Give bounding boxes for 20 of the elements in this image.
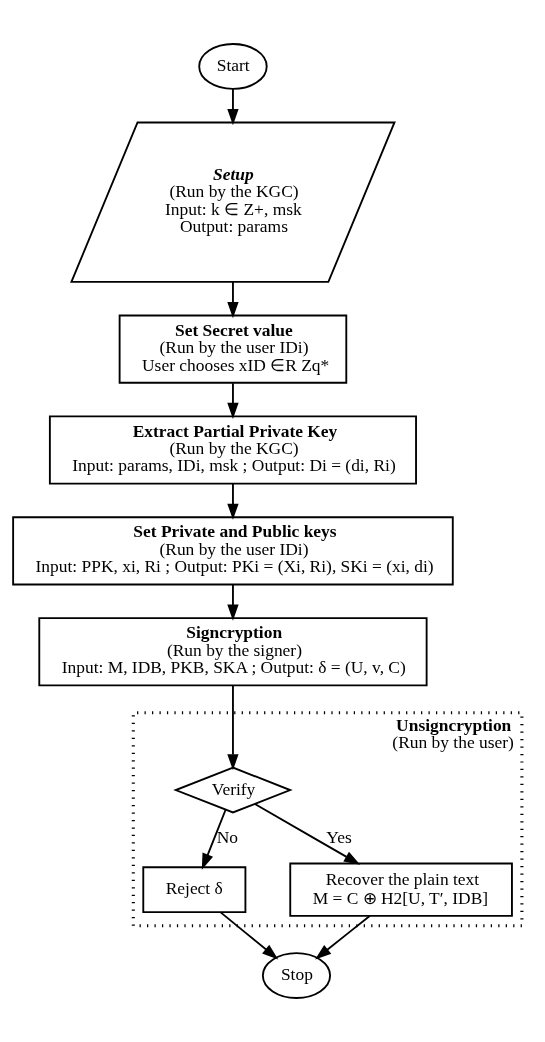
arrow xyxy=(227,382,239,419)
arrow xyxy=(227,483,239,520)
node-box: Extract Partial Private Key (Run by the KGC) Input: params, IDi, msk ; Output: Di = (di, Ri) xyxy=(48,415,417,485)
node-ellipse: Stop xyxy=(261,952,332,999)
node-box: Recover the plain text M = C ⊕ H2[U, T′, IDB] xyxy=(289,862,513,917)
node-box: Signcryption (Run by the signer) Input: M, IDB, PKB, SKA ; Output: δ = (U, v, C) xyxy=(38,617,428,687)
node-box: Reject δ xyxy=(142,866,247,913)
arrow xyxy=(315,915,371,960)
node-box: Set Private and Public keys (Run by the user IDi) Input: PPK, xi, Ri ; Output: PKi = (Xi, Ri), SKi = (xi, di) xyxy=(12,516,454,586)
arrow xyxy=(227,281,239,319)
arrow xyxy=(227,684,239,771)
edge-label: No xyxy=(216,826,239,847)
arrow xyxy=(254,803,361,865)
node-box: Set Secret value (Run by the user IDi) User chooses xID ∈R Zq* xyxy=(118,314,348,384)
arrow xyxy=(201,809,227,870)
node-ellipse: Start xyxy=(198,43,268,90)
arrow xyxy=(227,583,239,621)
node-diamond: Verify xyxy=(173,766,293,814)
edge-label: Yes xyxy=(326,826,352,847)
arrow xyxy=(227,88,239,126)
